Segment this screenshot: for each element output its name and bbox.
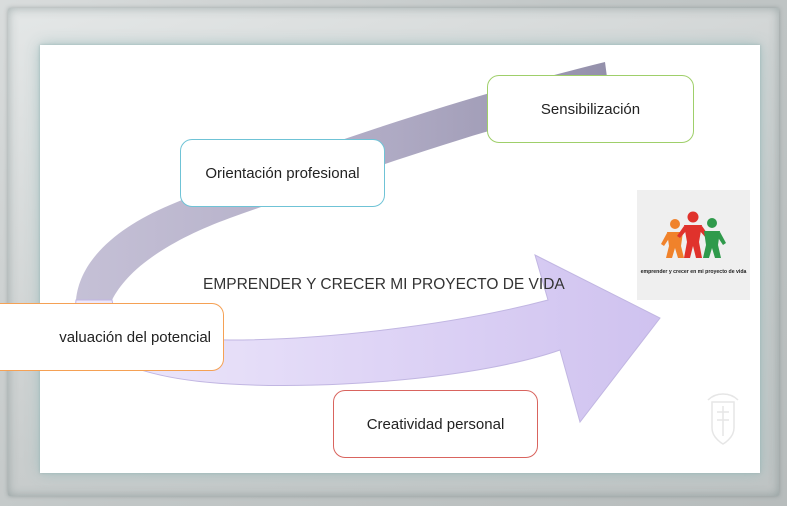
stage-label: Creatividad personal bbox=[366, 415, 505, 433]
center-title: EMPRENDER Y CRECER MI PROYECTO DE VIDA bbox=[203, 276, 565, 293]
stage-label: Sensibilización bbox=[540, 100, 641, 118]
stage-box-creatividad: Creatividad personal bbox=[333, 390, 538, 458]
seal-watermark-icon bbox=[707, 393, 739, 445]
stage-label: valuación del potencial bbox=[59, 328, 211, 346]
stage-box-orientacion: Orientación profesional bbox=[180, 139, 385, 207]
logo-card: emprender y crecer en mi proyecto de vid… bbox=[637, 190, 750, 300]
stage-box-sensibilizacion: Sensibilización bbox=[487, 75, 694, 143]
stage-label: Orientación profesional bbox=[205, 164, 360, 182]
arrow-band-upper bbox=[76, 62, 610, 300]
logo-caption: emprender y crecer en mi proyecto de vid… bbox=[640, 269, 747, 275]
people-logo-icon bbox=[661, 211, 726, 258]
stage-box-evaluacion: valuación del potencial bbox=[0, 303, 224, 371]
